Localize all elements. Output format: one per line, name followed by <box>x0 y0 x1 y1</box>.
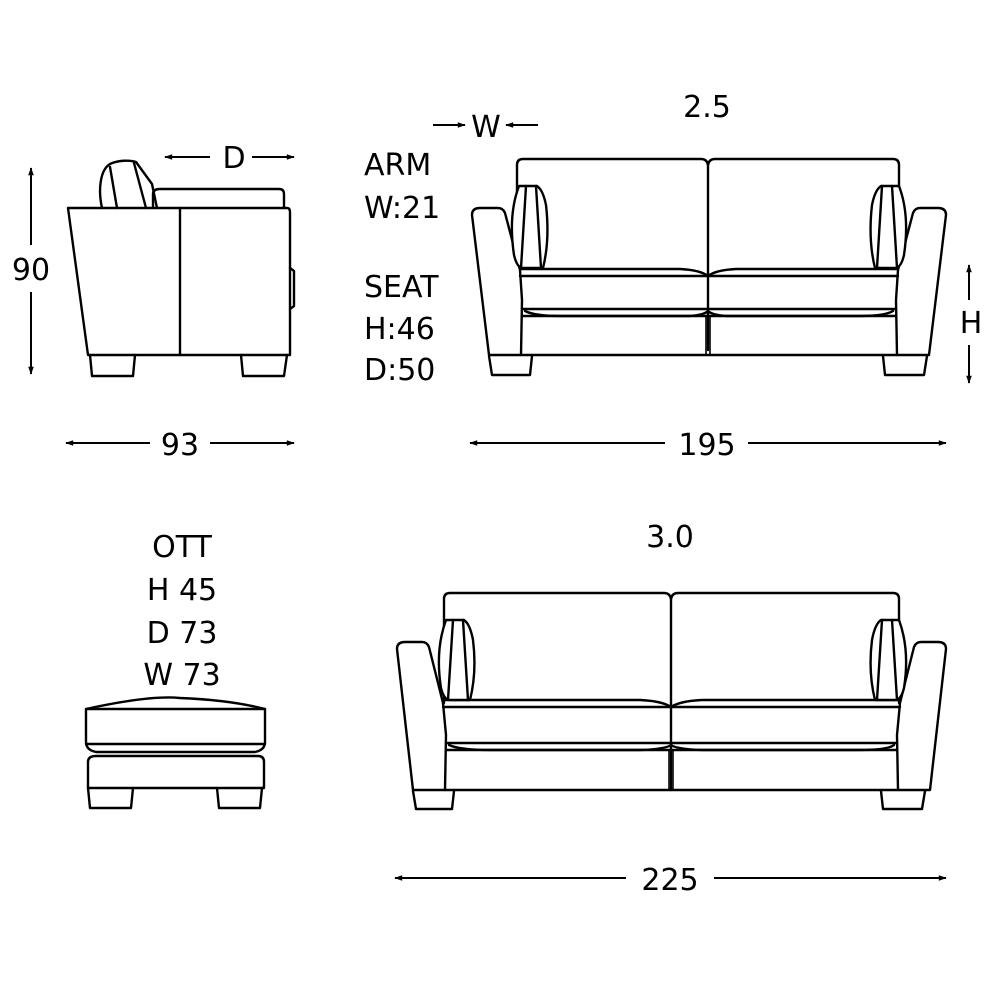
side-body <box>66 206 292 357</box>
right-leg <box>879 789 927 811</box>
ottoman-base <box>86 754 266 790</box>
sofa-3-0-width-dimension: 225 <box>394 863 947 898</box>
arm-seat-spec: W ARM W:21 SEAT H:46 D:50 <box>364 110 538 388</box>
ottoman-width: W 73 <box>143 658 220 693</box>
ottoman-leg-right <box>215 786 264 810</box>
ottoman-height: H 45 <box>147 573 217 608</box>
seat-height-value: H:46 <box>364 312 435 347</box>
arm-width-marker: W <box>433 110 538 145</box>
sofa-3-0-title: 3.0 <box>646 520 694 555</box>
sofa-3-0-front-view: 3.0 225 <box>394 520 948 898</box>
width-dimension: 93 <box>65 428 295 463</box>
side-seat-cushion <box>151 187 286 210</box>
height-marker-label: H <box>960 306 983 341</box>
width-label: 93 <box>161 428 199 463</box>
height-label: 90 <box>12 253 50 288</box>
sofa-2-5-width-dimension: 195 <box>469 428 947 463</box>
side-back-cushion <box>98 159 159 210</box>
height-dimension: 90 <box>12 167 50 375</box>
height-marker: H <box>960 264 983 384</box>
arm-width-marker-label: W <box>471 110 501 145</box>
ottoman-depth: D 73 <box>147 616 218 651</box>
right-bolster-pillow <box>869 618 908 702</box>
depth-marker: D <box>164 141 295 176</box>
arm-width-value: W:21 <box>364 191 440 226</box>
side-view: 90 D 93 <box>12 141 296 463</box>
left-leg <box>487 354 534 377</box>
ottoman-front-view: OTT H 45 D 73 W 73 <box>84 530 267 810</box>
left-leg <box>411 789 456 811</box>
right-bolster-pillow <box>869 184 908 270</box>
seat-depth-value: D:50 <box>364 353 435 388</box>
seat-title: SEAT <box>364 270 439 305</box>
arm-title: ARM <box>364 148 431 183</box>
ottoman-title: OTT <box>152 530 212 565</box>
left-bolster-pillow <box>510 184 549 270</box>
sofa-3-0-width-label: 225 <box>641 863 698 898</box>
left-bolster-pillow <box>437 618 476 702</box>
sofa-2-5-width-label: 195 <box>678 428 735 463</box>
right-leg <box>881 354 929 377</box>
depth-label: D <box>222 141 245 176</box>
side-leg-back <box>88 353 137 378</box>
sofa-2-5-front-view: 2.5 H <box>469 90 983 463</box>
sofa-2-5-title: 2.5 <box>683 90 731 125</box>
left-arm <box>395 640 448 792</box>
ottoman-leg-left <box>86 786 135 810</box>
side-leg-front <box>239 353 289 378</box>
